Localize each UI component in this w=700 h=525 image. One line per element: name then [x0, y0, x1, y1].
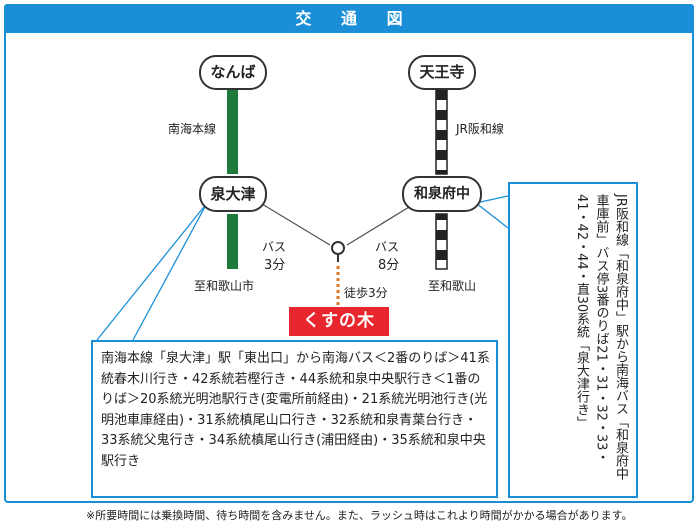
station-izumiotsu: 泉大津: [199, 176, 267, 212]
nankai-line-lower: [227, 214, 238, 269]
callout-line-left-2: [132, 202, 208, 341]
footnote: ※所要時間には乗換時間、待ち時間を含みません。また、ラッシュ時はこれより時間がか…: [86, 509, 633, 522]
station-tennoji: 天王寺: [408, 55, 476, 90]
bus-left-time: 3分: [264, 258, 286, 273]
destination-badge: くすの木: [289, 307, 389, 336]
bus-left-label: バス: [262, 240, 287, 254]
map-title: 交 通 図: [4, 4, 694, 33]
bus-right-label: バス: [375, 240, 400, 254]
terminus-wakayamashi: 至和歌山市: [194, 279, 255, 293]
terminus-wakayama: 至和歌山: [428, 279, 477, 293]
bus-route-left: [261, 203, 331, 246]
jr-line: [435, 89, 448, 270]
callout-line-right-2: [475, 202, 509, 229]
nankai-line-upper: [227, 90, 238, 174]
nankai-access-info: 南海本線「泉大津」駅「東出口」から南海バス＜2番のりば＞41系統春木川行き・42…: [91, 340, 498, 498]
bus-route-right: [346, 203, 415, 246]
line-label-nankai: 南海本線: [168, 122, 217, 136]
station-namba: なんば: [199, 55, 267, 90]
callout-line-right-1: [475, 195, 509, 204]
bus-right-time: 8分: [378, 258, 400, 273]
station-izumifuchu: 和泉府中: [402, 176, 482, 212]
callout-line-left-1: [96, 202, 208, 341]
walk-time: 徒歩3分: [344, 286, 388, 300]
line-label-jr: JR阪和線: [456, 122, 504, 136]
bus-stop-icon: [331, 241, 345, 255]
jr-access-info: JR阪和線「和泉府中」駅から南海バス「和泉府中車庫前」バス停3番のりば21・31…: [508, 182, 638, 498]
